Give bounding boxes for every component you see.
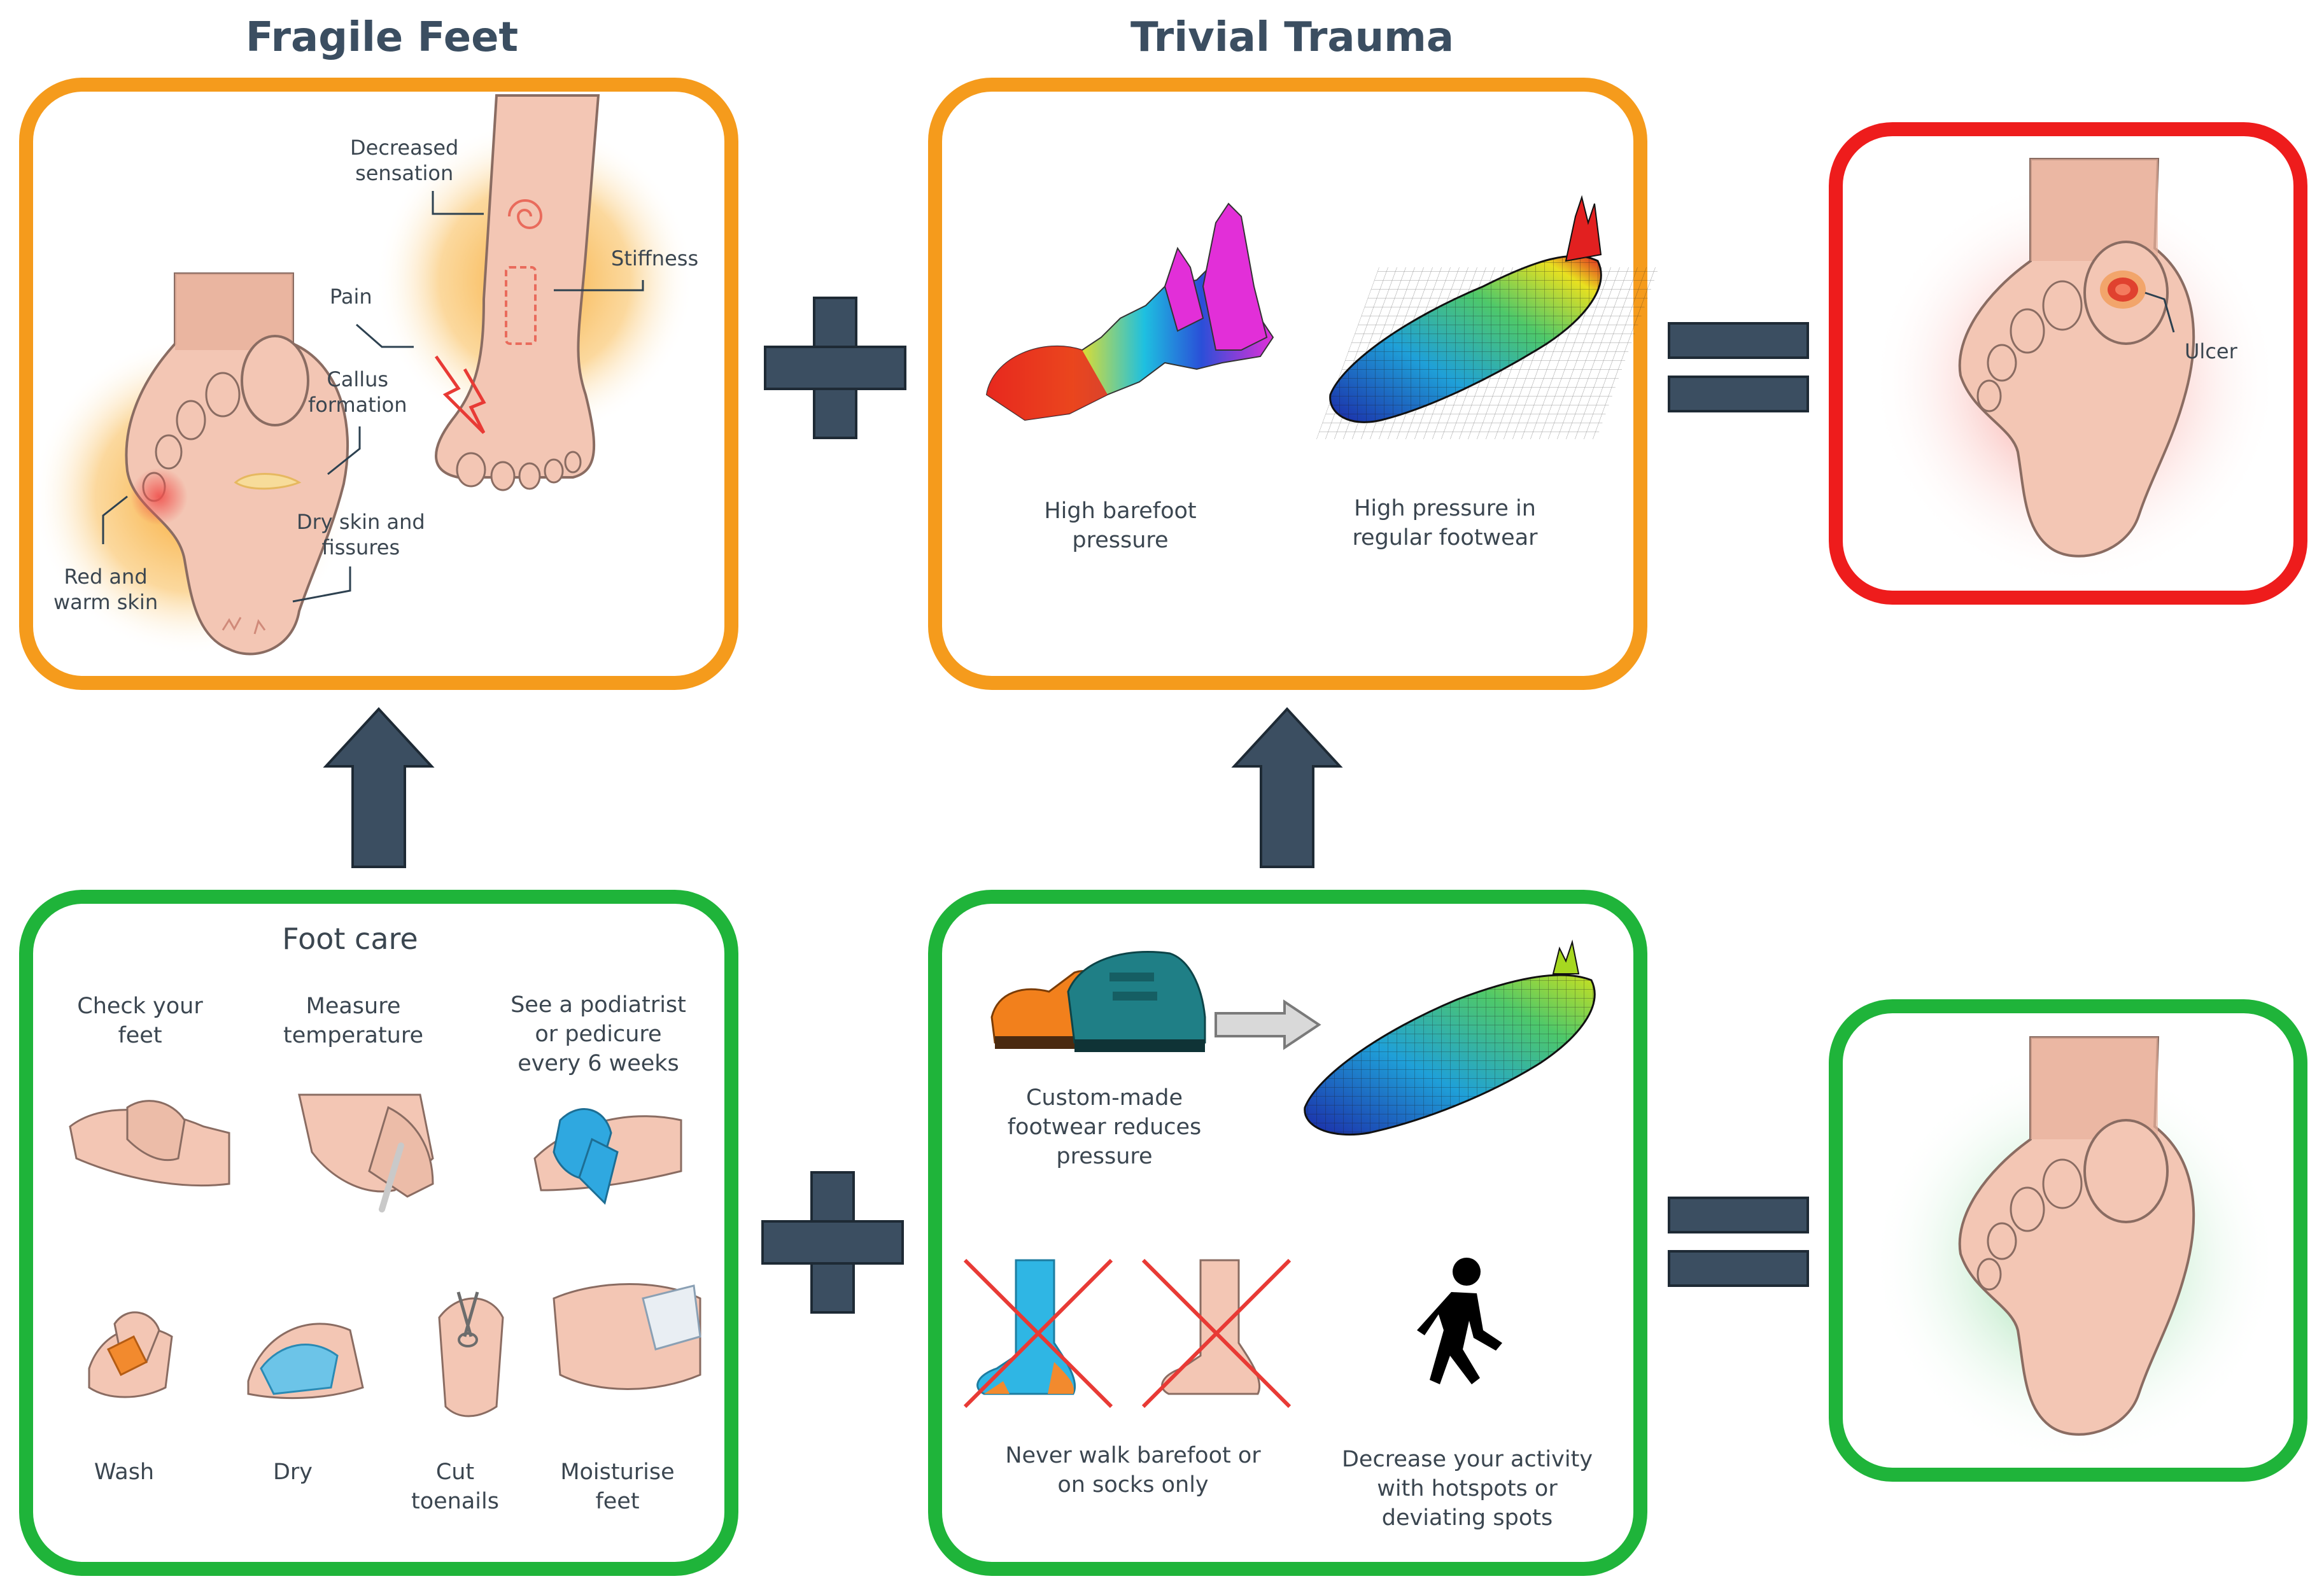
label-never-walk-barefoot: Never walk barefoot or on socks only xyxy=(1005,1443,1261,1498)
pressure-maps-illustration xyxy=(985,195,1659,439)
label-decreased-sensation: Decreased sensation xyxy=(350,136,459,185)
foot-care-cut-toenails: Cut toenails xyxy=(411,1459,499,1514)
foot-care-measure-temperature: Measure temperature xyxy=(283,994,423,1048)
arrow-up-icon-right xyxy=(1231,707,1343,868)
label-ulcer: Ulcer xyxy=(2185,339,2237,363)
foot-care-box xyxy=(19,890,738,1576)
plus-icon-top xyxy=(764,297,906,439)
ulcer-foot-illustration xyxy=(1871,158,2279,586)
foot-care-wash: Wash xyxy=(94,1459,155,1485)
arrow-right-icon xyxy=(1215,999,1321,1050)
title-trivial-trauma: Trivial Trauma xyxy=(1130,14,1454,61)
insole-pressure-illustration xyxy=(1304,939,1596,1136)
no-barefoot-socks-illustration xyxy=(963,1258,1292,1409)
foot-care-heading: Foot care xyxy=(282,922,418,956)
label-callus-formation: Callus formation xyxy=(308,367,407,417)
foot-care-check-feet: Check your feet xyxy=(77,994,203,1048)
label-pain: Pain xyxy=(330,285,372,309)
label-red-warm-skin: Red and warm skin xyxy=(53,565,158,614)
healthy-foot-illustration xyxy=(1871,1036,2279,1464)
arrow-up-icon-left xyxy=(323,707,435,868)
custom-shoes-illustration xyxy=(990,951,1206,1052)
equals-icon-top xyxy=(1668,322,1809,412)
label-stiffness: Stiffness xyxy=(611,246,699,271)
label-custom-footwear: Custom-made footwear reduces pressure xyxy=(1007,1085,1202,1169)
foot-care-podiatrist: See a podiatrist or pedicure every 6 wee… xyxy=(511,992,686,1076)
plus-icon-bottom xyxy=(761,1171,904,1314)
label-dry-skin: Dry skin and fissures xyxy=(297,510,425,559)
title-fragile-feet: Fragile Feet xyxy=(245,14,519,61)
foot-care-moisturise: Moisturise feet xyxy=(560,1459,675,1514)
label-decrease-activity: Decrease your activity with hotspots or … xyxy=(1341,1447,1593,1531)
foot-care-dry: Dry xyxy=(272,1459,313,1485)
label-high-barefoot-pressure: High barefoot pressure xyxy=(1044,498,1197,553)
foot-care-illustrations xyxy=(69,1093,701,1417)
label-high-pressure-footwear: High pressure in regular footwear xyxy=(1352,496,1538,551)
fragile-feet-illustration xyxy=(32,94,694,656)
walking-person-icon xyxy=(1417,1258,1502,1384)
equals-icon-bottom xyxy=(1668,1197,1809,1287)
